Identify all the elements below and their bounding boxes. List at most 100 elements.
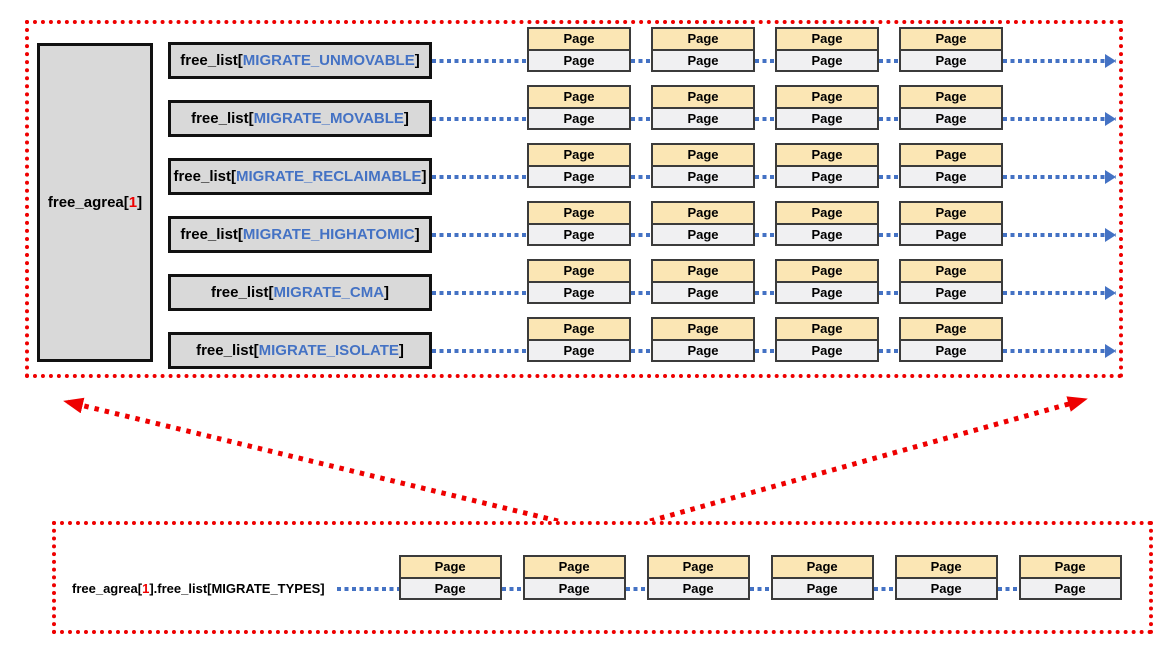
label-part: ] xyxy=(414,226,420,243)
page-cell-bottom: Page xyxy=(901,48,1001,70)
free-list-box: free_list[MIGRATE_UNMOVABLE] xyxy=(168,42,432,79)
page-cell-bottom: Page xyxy=(400,576,500,598)
dotted-connector-arrow xyxy=(1003,227,1116,242)
right-arrowhead-icon xyxy=(1105,111,1116,126)
page-box: Page Page xyxy=(899,27,1003,72)
page-cell-bottom: Page xyxy=(529,106,629,128)
page-cell-top: Page xyxy=(653,87,753,107)
free-list-box: free_list[MIGRATE_RECLAIMABLE] xyxy=(168,158,432,195)
dotted-connector xyxy=(755,232,775,237)
page-cell-bottom: Page xyxy=(648,576,748,598)
page-list: Page Page Page Page Page Page Page Page xyxy=(527,201,1003,257)
page-cell-top: Page xyxy=(653,145,753,165)
page-box: Page Page xyxy=(651,201,755,246)
page-cell-top: Page xyxy=(529,87,629,107)
page-box: Page Page xyxy=(770,555,874,600)
dotted-connector xyxy=(755,348,775,353)
free-list-label: free_list[MIGRATE_MOVABLE] xyxy=(191,110,409,127)
free-list-row: free_list[MIGRATE_ISOLATE] Page Page Pag… xyxy=(168,317,1116,379)
page-box: Page Page xyxy=(775,143,879,188)
label-part: ].free_list[MIGRATE_TYPES] xyxy=(149,581,325,596)
page-cell-bottom: Page xyxy=(901,164,1001,186)
page-cell-top: Page xyxy=(901,319,1001,339)
dotted-connector xyxy=(631,290,651,295)
free-area-box: free_agrea[1] xyxy=(37,43,153,362)
free-list-row: free_list[MIGRATE_MOVABLE] Page Page Pag… xyxy=(168,85,1116,147)
free-list-label: free_list[MIGRATE_CMA] xyxy=(211,284,389,301)
page-box: Page Page xyxy=(899,317,1003,362)
dotted-connector xyxy=(879,174,899,179)
right-arrowhead-icon xyxy=(1105,169,1116,184)
page-list: Page Page Page Page Page Page Page Page … xyxy=(398,555,1122,600)
page-box: Page Page xyxy=(527,27,631,72)
page-cell-bottom: Page xyxy=(529,222,629,244)
page-box: Page Page xyxy=(899,201,1003,246)
page-cell-top: Page xyxy=(901,145,1001,165)
migrate-types-label: free_agrea[1].free_list[MIGRATE_TYPES] xyxy=(72,581,325,596)
dotted-connector xyxy=(631,116,651,121)
page-cell-bottom: Page xyxy=(653,338,753,360)
dotted-connector-arrow xyxy=(1003,285,1116,300)
dotted-connector-arrow xyxy=(1003,169,1116,184)
page-cell-top: Page xyxy=(777,87,877,107)
page-cell-bottom: Page xyxy=(524,576,624,598)
page-cell-bottom: Page xyxy=(529,164,629,186)
page-cell-bottom: Page xyxy=(529,48,629,70)
page-cell-bottom: Page xyxy=(529,280,629,302)
free-list-row: free_list[MIGRATE_UNMOVABLE] Page Page P… xyxy=(168,27,1116,89)
migrate-type-label: MIGRATE_MOVABLE xyxy=(253,110,404,127)
label-part: ] xyxy=(414,52,420,69)
dotted-connector xyxy=(631,174,651,179)
migrate-type-label: MIGRATE_RECLAIMABLE xyxy=(235,168,422,185)
free-list-row: free_list[MIGRATE_CMA] Page Page Page Pa… xyxy=(168,259,1116,321)
page-cell-top: Page xyxy=(777,261,877,281)
right-arrowhead-icon xyxy=(1105,343,1116,358)
right-arrowhead-icon xyxy=(1105,53,1116,68)
area-index: 1 xyxy=(128,194,138,211)
page-cell-top: Page xyxy=(529,319,629,339)
label-part: free_list[ xyxy=(191,110,254,127)
page-cell-top: Page xyxy=(529,29,629,49)
migrate-type-label: MIGRATE_CMA xyxy=(273,284,385,301)
page-box: Page Page xyxy=(527,317,631,362)
label-part: free_list[ xyxy=(180,52,243,69)
dotted-connector xyxy=(501,586,523,591)
label-part: ] xyxy=(137,194,143,211)
dotted-connector xyxy=(879,348,899,353)
page-box: Page Page xyxy=(775,85,879,130)
dotted-connector xyxy=(336,586,399,591)
dotted-connector xyxy=(749,586,771,591)
label-part: ] xyxy=(403,110,409,127)
page-cell-top: Page xyxy=(529,203,629,223)
free-list-label: free_list[MIGRATE_HIGHATOMIC] xyxy=(180,226,419,243)
dotted-connector xyxy=(631,348,651,353)
page-cell-bottom: Page xyxy=(777,106,877,128)
dotted-connector xyxy=(755,174,775,179)
page-cell-bottom: Page xyxy=(777,222,877,244)
page-box: Page Page xyxy=(527,259,631,304)
dotted-connector xyxy=(631,232,651,237)
page-cell-bottom: Page xyxy=(901,222,1001,244)
dotted-connector xyxy=(432,58,527,63)
page-cell-top: Page xyxy=(901,261,1001,281)
page-box: Page Page xyxy=(899,85,1003,130)
page-cell-bottom: Page xyxy=(777,338,877,360)
page-cell-bottom: Page xyxy=(772,576,872,598)
page-cell-bottom: Page xyxy=(901,106,1001,128)
page-box: Page Page xyxy=(651,259,755,304)
page-cell-top: Page xyxy=(524,557,624,577)
page-cell-bottom: Page xyxy=(653,48,753,70)
page-cell-bottom: Page xyxy=(1020,576,1120,598)
dotted-connector xyxy=(755,290,775,295)
dotted-connector xyxy=(432,290,527,295)
free-list-box: free_list[MIGRATE_HIGHATOMIC] xyxy=(168,216,432,253)
free-list-row: free_list[MIGRATE_RECLAIMABLE] Page Page… xyxy=(168,143,1116,205)
dotted-connector xyxy=(432,348,527,353)
page-box: Page Page xyxy=(522,555,626,600)
red-arrow-left xyxy=(63,397,559,524)
page-cell-bottom: Page xyxy=(901,280,1001,302)
right-arrowhead-icon xyxy=(1105,285,1116,300)
dotted-connector xyxy=(997,586,1019,591)
free-list-rows: free_list[MIGRATE_UNMOVABLE] Page Page P… xyxy=(168,27,1116,379)
page-box: Page Page xyxy=(646,555,750,600)
